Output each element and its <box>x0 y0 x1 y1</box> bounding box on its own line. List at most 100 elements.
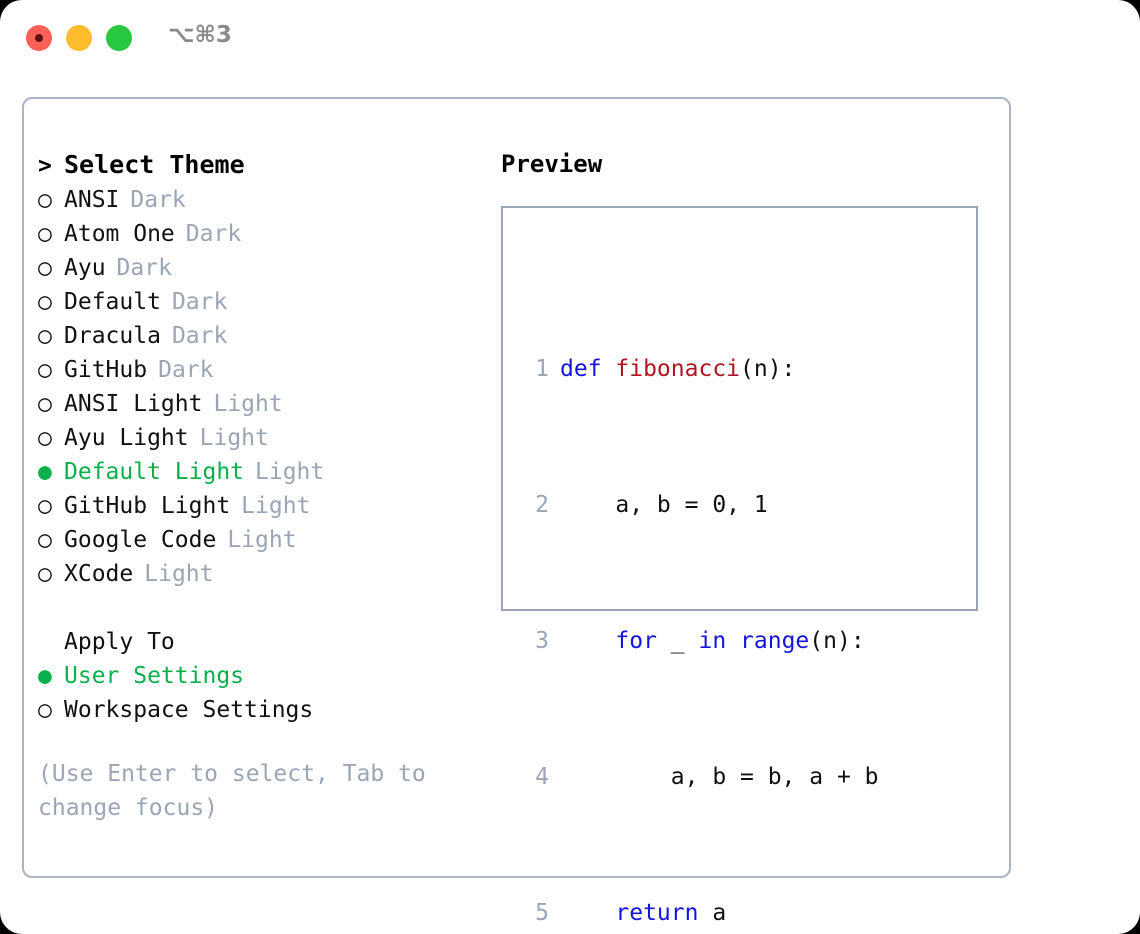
line-number: 5 <box>535 900 549 926</box>
radio-unselected-icon[interactable]: ○ <box>38 187 52 213</box>
title-bar: ⌥⌘3 <box>0 0 1140 78</box>
theme-option-category: Light <box>241 493 311 519</box>
theme-option-xcode[interactable]: ○ XCode Light <box>38 557 488 591</box>
theme-picker-panel: > Select Theme ○ ANSI Dark ○ Atom One Da… <box>22 97 1011 926</box>
radio-unselected-icon[interactable]: ○ <box>38 697 52 723</box>
theme-option-label: Ayu <box>64 255 106 281</box>
select-theme-header: > Select Theme <box>38 147 488 183</box>
theme-option-category: Light <box>255 459 325 485</box>
code-line: 5 return a <box>503 896 976 930</box>
theme-option-category: Light <box>227 527 297 553</box>
prompt-caret-icon: > <box>38 153 52 179</box>
code-line: 4 a, b = b, a + b <box>503 760 976 794</box>
code-token-keyword: for <box>615 628 657 654</box>
theme-option-default-dark[interactable]: ○ Default Dark <box>38 285 488 319</box>
radio-unselected-icon[interactable]: ○ <box>38 493 52 519</box>
radio-selected-icon[interactable]: ● <box>38 663 52 689</box>
theme-option-label: Atom One <box>64 221 175 247</box>
theme-option-ayu-dark[interactable]: ○ Ayu Dark <box>38 251 488 285</box>
code-token-plain: _ <box>656 628 699 654</box>
code-token-keyword: in <box>698 628 727 654</box>
radio-unselected-icon[interactable]: ○ <box>38 527 52 553</box>
apply-to-option-workspace-settings[interactable]: ○ Workspace Settings <box>38 693 488 727</box>
preview-column: Preview 1 def fibonacci(n): 2 a, b = 0, … <box>501 147 1001 926</box>
code-token-plain: a, b = b, a + b <box>560 764 879 790</box>
code-token-plain: (n): <box>740 356 796 382</box>
apply-to-title: Apply To <box>64 629 175 655</box>
theme-option-label: Ayu Light <box>64 425 189 451</box>
theme-option-label: GitHub <box>64 357 148 383</box>
list-gap <box>38 591 488 625</box>
code-token-builtin: range <box>740 628 810 654</box>
theme-option-github-dark[interactable]: ○ GitHub Dark <box>38 353 488 387</box>
theme-option-label: ANSI Light <box>64 391 203 417</box>
code-content: a, b = b, a + b <box>560 760 879 794</box>
theme-option-label: Google Code <box>64 527 217 553</box>
code-token-function: fibonacci <box>615 356 741 382</box>
theme-option-category: Dark <box>185 221 242 247</box>
theme-option-category: Dark <box>171 323 228 349</box>
code-token-keyword: def <box>560 356 616 382</box>
apply-to-option-user-settings[interactable]: ● User Settings <box>38 659 488 693</box>
code-token-plain <box>560 900 615 926</box>
line-number: 3 <box>535 628 549 654</box>
theme-option-category: Light <box>213 391 283 417</box>
apply-to-header: Apply To <box>38 625 488 659</box>
code-token-plain: a <box>698 900 727 926</box>
theme-option-ayu-light[interactable]: ○ Ayu Light Light <box>38 421 488 455</box>
radio-unselected-icon[interactable]: ○ <box>38 391 52 417</box>
maximize-window-button[interactable] <box>106 25 132 51</box>
theme-list-column: > Select Theme ○ ANSI Dark ○ Atom One Da… <box>38 147 488 825</box>
radio-unselected-icon[interactable]: ○ <box>38 357 52 383</box>
line-number: 4 <box>535 764 549 790</box>
minimize-window-button[interactable] <box>66 25 92 51</box>
code-token-plain <box>560 628 615 654</box>
preview-title: Preview <box>501 150 603 178</box>
code-content: return a <box>560 896 726 930</box>
theme-option-ansi-light[interactable]: ○ ANSI Light Light <box>38 387 488 421</box>
radio-unselected-icon[interactable]: ○ <box>38 289 52 315</box>
keyboard-shortcut-label: ⌥⌘3 <box>168 22 232 48</box>
code-content: def fibonacci(n): <box>560 352 795 386</box>
preview-box: 1 def fibonacci(n): 2 a, b = 0, 1 3 for … <box>501 206 978 926</box>
theme-option-dracula-dark[interactable]: ○ Dracula Dark <box>38 319 488 353</box>
radio-unselected-icon[interactable]: ○ <box>38 221 52 247</box>
theme-option-label: XCode <box>64 561 134 587</box>
code-token-plain: a, b = 0, 1 <box>560 492 768 518</box>
line-number: 1 <box>535 356 549 382</box>
code-content: a, b = 0, 1 <box>560 488 768 522</box>
code-line: 2 a, b = 0, 1 <box>503 488 976 522</box>
code-token-keyword: return <box>615 900 699 926</box>
theme-option-label: Default <box>64 289 161 315</box>
theme-option-category: Light <box>144 561 214 587</box>
theme-option-default-light[interactable]: ● Default Light Light <box>38 455 488 489</box>
theme-option-category: Dark <box>116 255 172 281</box>
theme-option-google-code[interactable]: ○ Google Code Light <box>38 523 488 557</box>
apply-to-option-label: User Settings <box>64 663 245 689</box>
apply-to-option-label: Workspace Settings <box>64 697 314 723</box>
code-token-plain <box>726 628 740 654</box>
theme-option-category: Light <box>199 425 269 451</box>
radio-unselected-icon[interactable]: ○ <box>38 425 52 451</box>
select-theme-title: Select Theme <box>64 150 245 179</box>
code-token-plain: (n): <box>809 628 865 654</box>
radio-selected-icon[interactable]: ● <box>38 459 52 485</box>
theme-option-category: Dark <box>130 187 186 213</box>
keyboard-hint-text: (Use Enter to select, Tab to change focu… <box>38 761 426 821</box>
code-line: 3 for _ in range(n): <box>503 624 976 658</box>
theme-option-ansi-dark[interactable]: ○ ANSI Dark <box>38 183 488 217</box>
close-window-button[interactable] <box>26 25 52 51</box>
theme-option-label: GitHub Light <box>64 493 231 519</box>
code-content: for _ in range(n): <box>560 624 865 658</box>
code-line: 1 def fibonacci(n): <box>503 352 976 386</box>
theme-option-label: Dracula <box>64 323 161 349</box>
radio-unselected-icon[interactable]: ○ <box>38 323 52 349</box>
radio-unselected-icon[interactable]: ○ <box>38 255 52 281</box>
theme-option-label: Default Light <box>64 459 245 485</box>
theme-option-github-light[interactable]: ○ GitHub Light Light <box>38 489 488 523</box>
theme-option-category: Dark <box>158 357 214 383</box>
radio-unselected-icon[interactable]: ○ <box>38 561 52 587</box>
line-number: 2 <box>535 492 549 518</box>
theme-option-atom-one-dark[interactable]: ○ Atom One Dark <box>38 217 488 251</box>
